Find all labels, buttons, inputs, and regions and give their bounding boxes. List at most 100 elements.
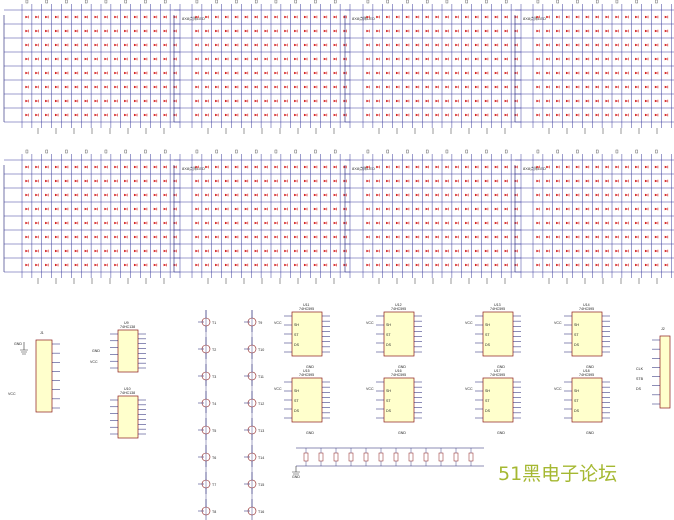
transistor-label: T3 xyxy=(212,375,216,379)
led-diode xyxy=(153,221,157,225)
led-diode xyxy=(595,235,599,239)
led-diode xyxy=(54,221,58,225)
bus-gnd-label: GND xyxy=(292,475,300,479)
led-diode xyxy=(585,221,589,225)
led-diode xyxy=(376,235,380,239)
led-diode xyxy=(415,235,419,239)
led-diode xyxy=(405,207,409,211)
led-diode xyxy=(74,193,78,197)
led-diode xyxy=(546,179,550,183)
led-diode xyxy=(465,165,469,169)
led-diode xyxy=(254,43,258,47)
led-diode xyxy=(35,221,39,225)
led-diode xyxy=(25,207,29,211)
led-diode xyxy=(104,263,108,267)
led-diode xyxy=(284,249,288,253)
led-diode xyxy=(234,207,238,211)
led-diode xyxy=(294,193,298,197)
led-diode xyxy=(114,249,118,253)
led-diode xyxy=(284,235,288,239)
pin-stub xyxy=(485,0,488,4)
led-diode xyxy=(313,235,317,239)
led-diode xyxy=(114,263,118,267)
led-diode xyxy=(74,165,78,169)
led-diode xyxy=(215,71,219,75)
led-diode xyxy=(94,193,98,197)
led-diode xyxy=(494,99,498,103)
led-diode xyxy=(565,113,569,117)
led-diode xyxy=(405,71,409,75)
led-diode xyxy=(84,235,88,239)
led-diode xyxy=(303,57,307,61)
led-diode xyxy=(94,15,98,19)
pin-sh: SH xyxy=(294,323,299,327)
led-diode xyxy=(163,221,167,225)
led-diode xyxy=(415,113,419,117)
led-diode xyxy=(153,71,157,75)
led-diode xyxy=(425,43,429,47)
led-diode xyxy=(104,221,108,225)
led-diode xyxy=(376,263,380,267)
led-diode xyxy=(664,99,668,103)
led-diode xyxy=(484,85,488,89)
gnd-symbol xyxy=(20,342,28,355)
led-diode xyxy=(323,113,327,117)
pin-ds: DS xyxy=(574,409,580,413)
led-diode xyxy=(625,165,629,169)
led-diode xyxy=(313,221,317,225)
led-diode xyxy=(234,249,238,253)
led-diode xyxy=(54,15,58,19)
led-diode xyxy=(114,57,118,61)
pin-stub xyxy=(504,149,508,154)
led-diode xyxy=(25,43,29,47)
led-diode xyxy=(415,29,419,33)
pin-st: ST xyxy=(485,333,490,337)
led-diode xyxy=(84,99,88,103)
led-diode xyxy=(654,235,658,239)
led-diode xyxy=(605,29,609,33)
led-diode xyxy=(254,193,258,197)
transistor-label: T13 xyxy=(258,429,264,433)
led-diode xyxy=(585,85,589,89)
led-diode xyxy=(425,57,429,61)
led-diode xyxy=(415,15,419,19)
led-diode xyxy=(546,29,550,33)
led-diode xyxy=(605,57,609,61)
led-diode xyxy=(133,221,137,225)
led-diode xyxy=(366,29,370,33)
led-diode xyxy=(615,15,619,19)
led-diode xyxy=(323,29,327,33)
led-diode xyxy=(143,221,147,225)
led-diode xyxy=(585,113,589,117)
led-diode xyxy=(625,71,629,75)
led-diode xyxy=(376,57,380,61)
led-diode xyxy=(313,85,317,89)
led-diode xyxy=(595,29,599,33)
pin-ds: DS xyxy=(485,409,491,413)
led-diode xyxy=(575,71,579,75)
led-diode xyxy=(585,193,589,197)
led-diode xyxy=(163,179,167,183)
led-diode xyxy=(244,57,248,61)
led-diode xyxy=(45,235,49,239)
led-diode xyxy=(54,29,58,33)
led-diode xyxy=(244,85,248,89)
led-diode xyxy=(484,29,488,33)
led-diode xyxy=(395,263,399,267)
chip-part: 74HC595 xyxy=(391,307,406,311)
led-diode xyxy=(605,207,609,211)
led-diode xyxy=(494,71,498,75)
led-diode xyxy=(153,193,157,197)
led-diode xyxy=(536,221,540,225)
led-diode xyxy=(54,263,58,267)
led-diode xyxy=(504,99,508,103)
sr-gnd: GND xyxy=(497,365,505,369)
led-diode xyxy=(484,207,488,211)
sr-vcc: VCC xyxy=(366,387,374,391)
led-diode xyxy=(445,249,449,253)
led-diode xyxy=(74,15,78,19)
led-diode xyxy=(484,99,488,103)
led-diode xyxy=(45,113,49,117)
